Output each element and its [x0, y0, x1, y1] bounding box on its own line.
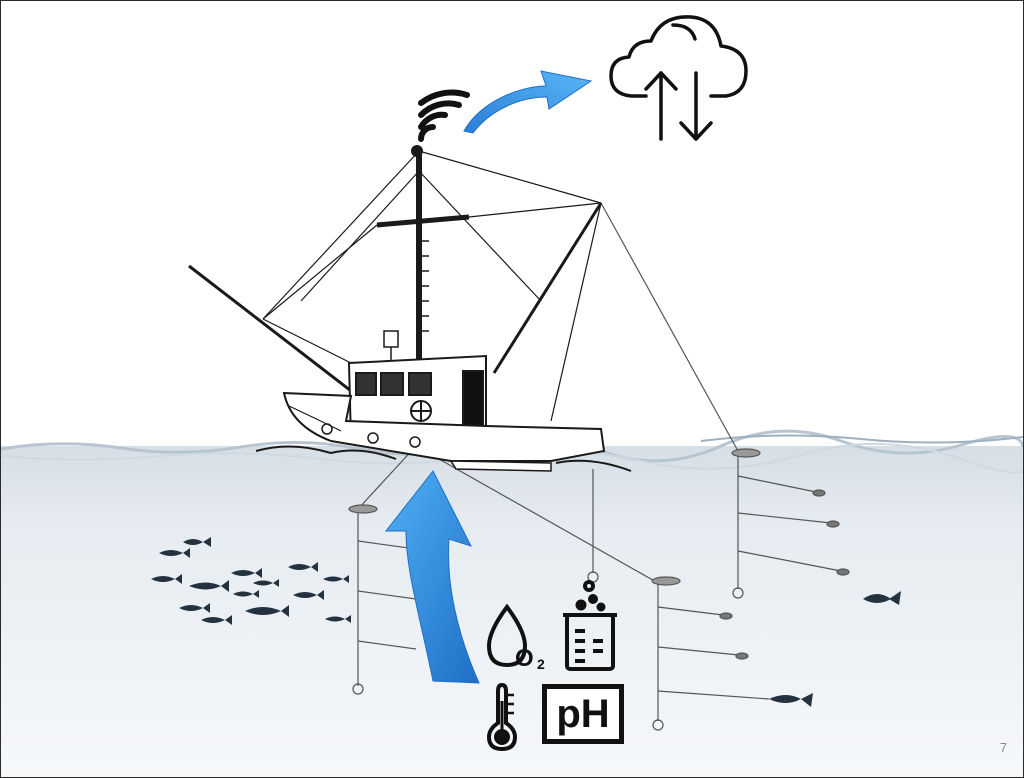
fishing-lines [348, 202, 850, 731]
sensor-data-arrow [384, 470, 480, 684]
ph-sensor-icon: pH [542, 684, 624, 744]
oxygen-drop-icon: O 2 [486, 603, 545, 672]
oxygen-subscript: 2 [537, 656, 545, 672]
wifi-signal-icon [418, 89, 470, 142]
beaker-icon [563, 580, 617, 671]
fish-icon [183, 537, 211, 547]
upload-arrow-to-cloud [463, 70, 593, 134]
water [1, 429, 1023, 777]
ph-label: pH [556, 691, 610, 736]
thermometer-icon [486, 682, 518, 752]
fishing-boat-icon [188, 145, 632, 472]
cloud-upload-download-icon [609, 15, 748, 141]
oxygen-label: O [515, 645, 534, 672]
page-number: 7 [999, 740, 1007, 755]
fish-school [151, 537, 901, 707]
